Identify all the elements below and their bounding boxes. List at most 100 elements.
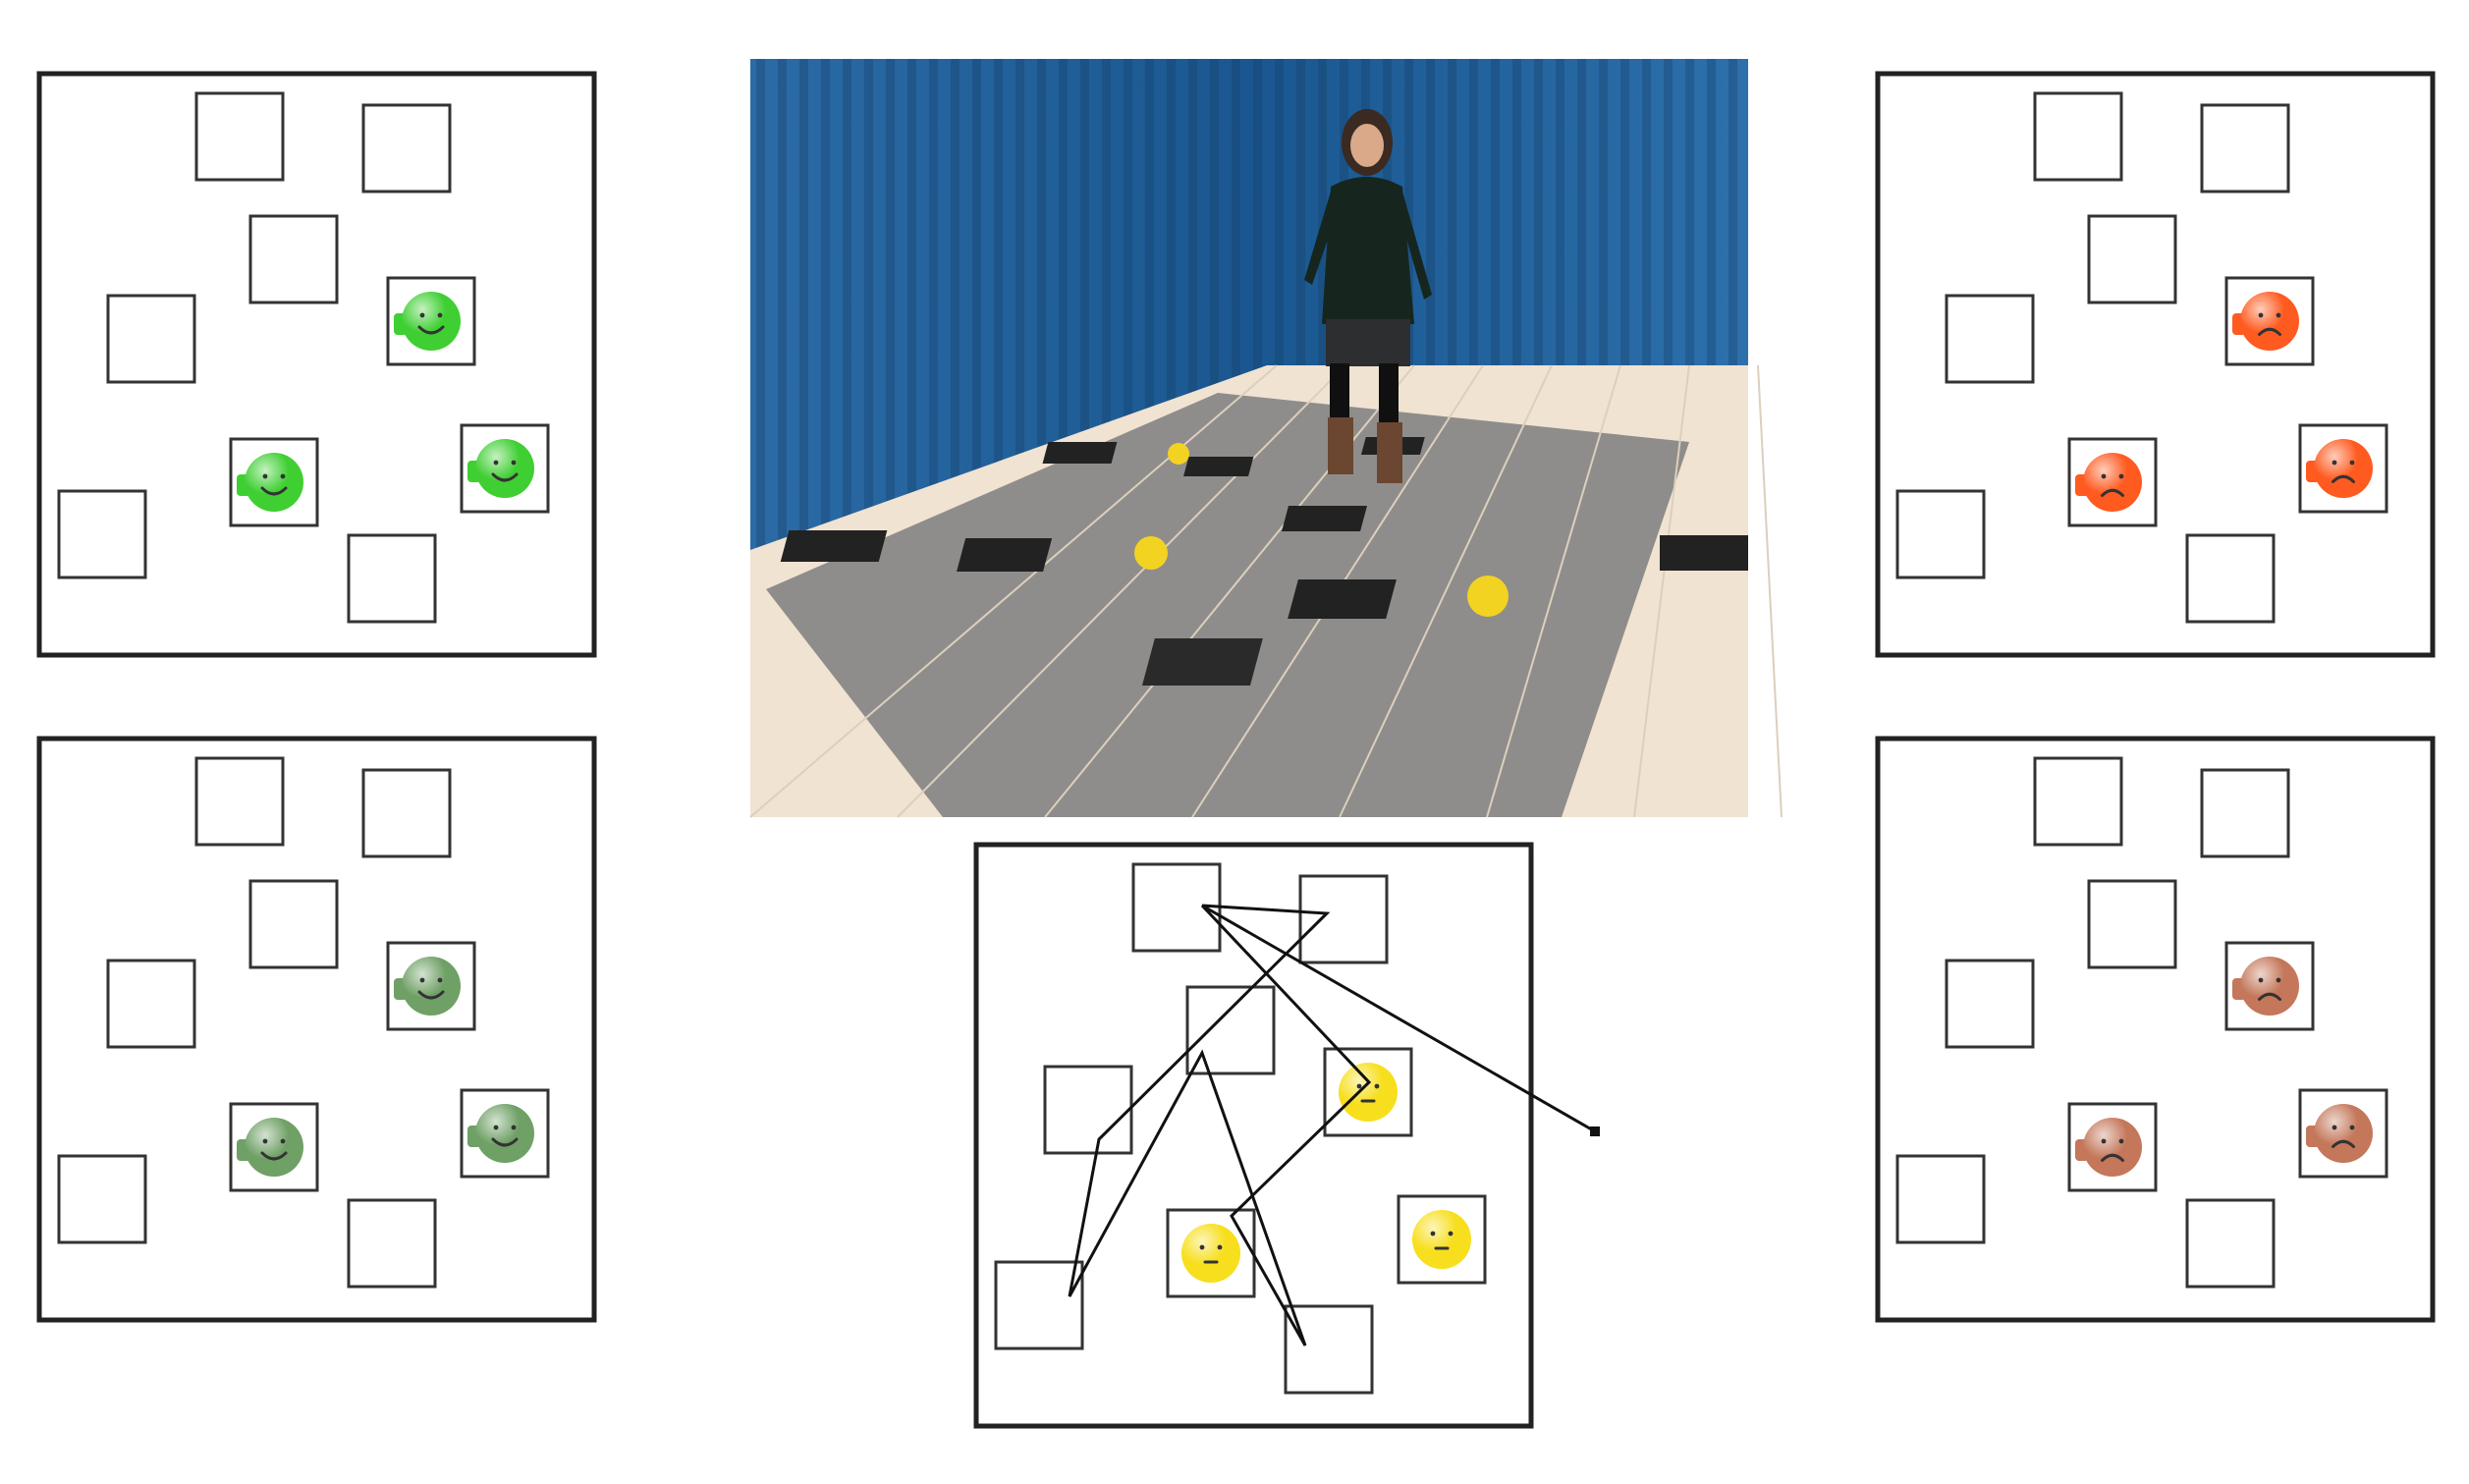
- curtain-fold: [929, 59, 938, 570]
- neutral-face-icon: [1412, 1210, 1471, 1269]
- floor-tile: [194, 91, 285, 182]
- sad-face-icon: [2232, 957, 2299, 1016]
- curtain-fold: [864, 59, 873, 570]
- happy-face-icon: [237, 453, 303, 512]
- photo-ball: [1168, 443, 1189, 465]
- floor-tile: [361, 768, 452, 858]
- photo-mat: [1042, 442, 1118, 464]
- happy-face-icon: [237, 1118, 303, 1177]
- sad-face-icon: [2306, 1104, 2373, 1163]
- curtain-fold: [799, 59, 808, 570]
- curtain-fold: [951, 59, 960, 570]
- floor-tile: [2185, 1198, 2276, 1289]
- curtain-fold: [1188, 59, 1197, 570]
- floor-line: [1633, 364, 1690, 818]
- neutral-face-icon: [1339, 1063, 1398, 1122]
- curtain-fold: [1707, 59, 1716, 570]
- floor-line: [1757, 364, 1783, 818]
- curtain-fold: [821, 59, 830, 570]
- floor-tile: [106, 294, 196, 384]
- curtain-fold: [1167, 59, 1176, 570]
- curtain-fold: [1448, 59, 1456, 570]
- floor-line: [749, 364, 1278, 818]
- curtain-fold: [1685, 59, 1694, 570]
- sad-face-icon: [2306, 439, 2373, 498]
- floor-tile: [1284, 1304, 1374, 1395]
- floor-tile: [1043, 1065, 1133, 1155]
- photo-mat: [780, 530, 888, 562]
- curtain-fold: [886, 59, 895, 570]
- floor-line: [1486, 364, 1621, 818]
- floor-tile: [1185, 985, 1276, 1075]
- curtain-fold: [1015, 59, 1024, 570]
- curtain-fold: [1059, 59, 1068, 570]
- curtain-fold: [1145, 59, 1154, 570]
- curtain-fold: [1664, 59, 1673, 570]
- curtain-fold: [1426, 59, 1435, 570]
- photo-mat: [1660, 535, 1748, 571]
- floor-tile: [2087, 879, 2177, 969]
- floor-tile: [347, 1198, 437, 1289]
- curtain-fold: [756, 59, 765, 570]
- curtain-fold: [972, 59, 981, 570]
- floor-tile: [194, 756, 285, 847]
- panel-bottom-center: [973, 842, 1600, 1429]
- curtain-fold: [1556, 59, 1564, 570]
- photo-ball: [1134, 536, 1168, 570]
- floor-tile: [2200, 768, 2290, 858]
- panel-bottom-left: [36, 736, 597, 1323]
- curtain-fold: [1599, 59, 1608, 570]
- floor-tile: [2200, 103, 2290, 193]
- curtain-fold: [1491, 59, 1500, 570]
- floor-tile: [347, 533, 437, 624]
- curtain-fold: [1232, 59, 1240, 570]
- curtain-fold: [1620, 59, 1629, 570]
- sad-face-icon: [2075, 453, 2142, 512]
- floor-tile: [57, 489, 147, 579]
- floor-tile: [1945, 959, 2035, 1049]
- curtain-fold: [1037, 59, 1046, 570]
- curtain-fold: [1577, 59, 1586, 570]
- floor-tile: [1895, 1154, 1986, 1244]
- path-end-marker: [1590, 1127, 1600, 1136]
- floor-tile: [2033, 756, 2123, 847]
- photo-person: [1304, 109, 1432, 483]
- photo-carpet: [766, 393, 1689, 817]
- floor-tile: [2033, 91, 2123, 182]
- floor-line: [897, 364, 1346, 818]
- curtain-fold: [1275, 59, 1284, 570]
- floor-line: [1339, 364, 1553, 818]
- floor-tile: [361, 103, 452, 193]
- curtain-fold: [1642, 59, 1651, 570]
- curtain-fold: [1210, 59, 1219, 570]
- floor-tile: [1895, 489, 1986, 579]
- walking-path: [1068, 904, 1596, 1347]
- photo-ball: [1467, 576, 1509, 617]
- photo-room: [749, 59, 1783, 818]
- floor-tile: [106, 959, 196, 1049]
- panel-bottom-right: [1875, 736, 2436, 1323]
- curtain-fold: [1512, 59, 1521, 570]
- floor-tile: [994, 1260, 1084, 1350]
- floor-tile: [1945, 294, 2035, 384]
- panel-top-left: [36, 71, 597, 658]
- floor-tile: [248, 214, 339, 304]
- curtain-fold: [1253, 59, 1262, 570]
- curtain-fold: [1296, 59, 1305, 570]
- floor-tile: [2185, 533, 2276, 624]
- sad-face-icon: [2075, 1118, 2142, 1177]
- happy-face-icon: [394, 957, 461, 1016]
- curtain-fold: [1318, 59, 1327, 570]
- photo-mat: [957, 538, 1053, 572]
- curtain-fold: [1534, 59, 1543, 570]
- floor-tile: [248, 879, 339, 969]
- curtain-fold: [778, 59, 787, 570]
- curtain-fold: [1124, 59, 1132, 570]
- panel-top-right: [1875, 71, 2436, 658]
- curtain-fold: [1080, 59, 1089, 570]
- happy-face-icon: [394, 292, 461, 351]
- happy-face-icon: [467, 439, 534, 498]
- photo-mat: [1282, 506, 1368, 531]
- curtain-fold: [907, 59, 916, 570]
